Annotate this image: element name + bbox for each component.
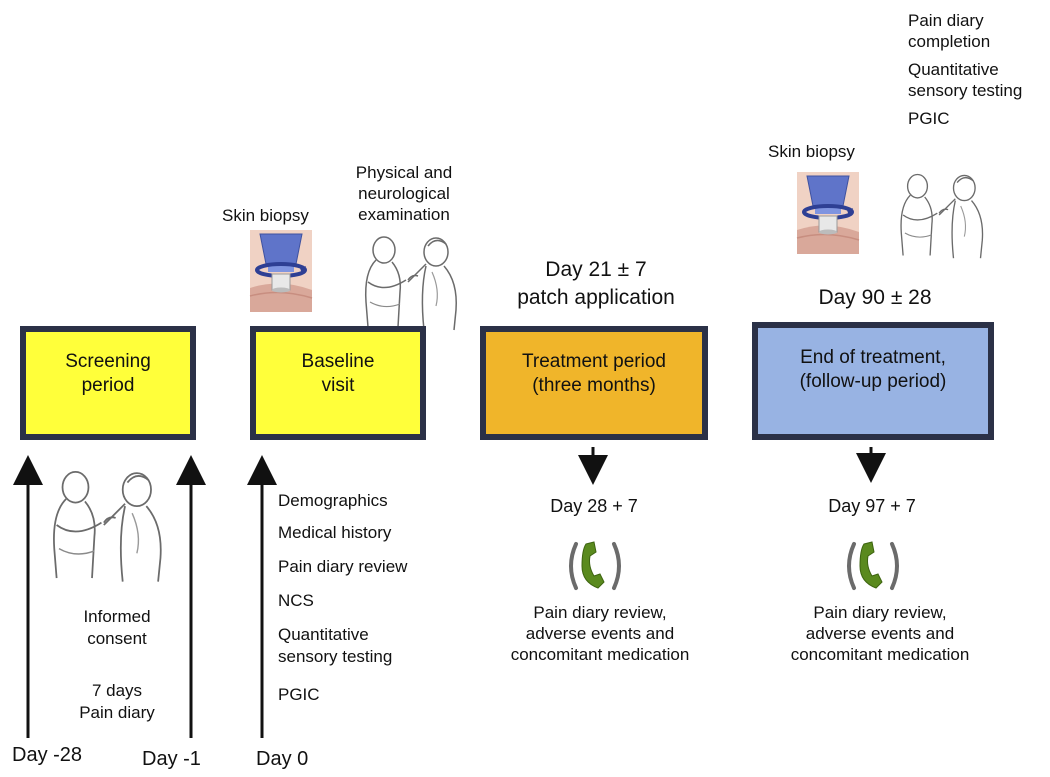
baseline-skin-biopsy-label: Skin biopsy (222, 206, 309, 225)
day-90-label: Day 90 ± 28 (818, 286, 932, 309)
exam-caption: Physical and neurological examination (355, 163, 453, 224)
list-item: Quantitative (278, 625, 369, 644)
pain-diary-label: 7 days Pain diary (79, 681, 155, 722)
call-notes-treatment: Pain diary review, adverse events and co… (510, 603, 690, 664)
day-minus-28-label: Day -28 (12, 744, 83, 766)
list-item: NCS (278, 591, 314, 610)
day-97-label: Day 97 + 7 (828, 496, 916, 516)
call-notes-end: Pain diary review, adverse events and co… (790, 603, 970, 664)
end-item: sensory testing (908, 81, 1023, 100)
list-item: Pain diary review (278, 557, 408, 576)
end-item: Pain diary (908, 11, 984, 30)
telephone-call-icon (569, 540, 621, 590)
day-28-label: Day 28 + 7 (550, 496, 638, 516)
telephone-call-icon (847, 540, 899, 590)
informed-consent-label: Informed consent (83, 607, 151, 648)
doctor-patient-exam-icon (53, 471, 162, 583)
end-item: PGIC (908, 109, 950, 128)
list-item: PGIC (278, 685, 320, 704)
end-of-treatment-box: End of treatment,(follow-up period) (752, 322, 994, 440)
end-assessment-list: Pain diary completion Quantitative senso… (908, 10, 1022, 129)
day-0-label: Day 0 (256, 748, 309, 770)
day-minus-1-label: Day -1 (142, 748, 201, 770)
list-item: Demographics (278, 491, 388, 510)
treatment-period-box: Treatment period(three months) (480, 326, 708, 440)
end-item: Quantitative (908, 60, 999, 79)
end-skin-biopsy-label: Skin biopsy (768, 142, 855, 161)
day-21-label: Day 21 ± 7 patch application (517, 258, 675, 309)
list-item: Medical history (278, 523, 392, 542)
end-item: completion (908, 32, 991, 51)
list-item: sensory testing (278, 647, 393, 666)
